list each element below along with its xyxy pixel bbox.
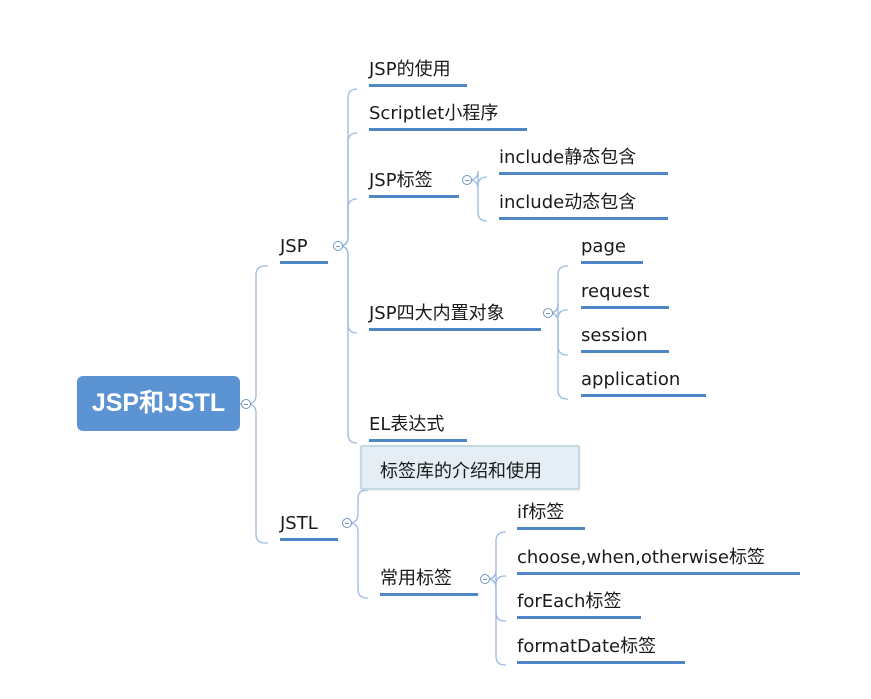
node-common-tags-underline	[380, 593, 478, 596]
node-jsp-usage[interactable]: JSP的使用	[369, 59, 467, 87]
node-taglib-intro[interactable]: 标签库的介绍和使用	[360, 445, 580, 490]
node-scriptlet[interactable]: Scriptlet小程序	[369, 103, 527, 131]
collapse-jsp-tags-icon[interactable]	[462, 175, 472, 185]
root-edge-1	[240, 403, 268, 544]
node-if-tag-underline	[517, 527, 585, 530]
node-include-dynamic[interactable]: include动态包含	[499, 192, 668, 220]
node-jstl-underline	[280, 538, 338, 541]
node-page[interactable]: page	[581, 236, 643, 264]
node-jstl-label: JSTL	[280, 513, 318, 534]
node-jstl[interactable]: JSTL	[280, 513, 338, 541]
node-foreach-tag-underline	[517, 616, 641, 619]
jsp-tags-edge-1	[468, 179, 488, 222]
node-scriptlet-label: Scriptlet小程序	[369, 103, 499, 124]
node-formatdate-tag[interactable]: formatDate标签	[517, 636, 685, 664]
node-jsp-tags-label: JSP标签	[369, 170, 433, 191]
node-if-tag-label: if标签	[517, 502, 565, 523]
jsp-edge-2	[338, 198, 358, 247]
node-session-underline	[581, 350, 669, 353]
common-tags-edge-1	[486, 569, 506, 586]
node-el-label: EL表达式	[369, 414, 445, 435]
node-common-tags[interactable]: 常用标签	[380, 568, 478, 596]
node-request-underline	[581, 306, 669, 309]
node-if-tag[interactable]: if标签	[517, 502, 585, 530]
node-page-label: page	[581, 236, 626, 257]
node-session-label: session	[581, 325, 648, 346]
node-foreach-tag-label: forEach标签	[517, 591, 622, 612]
node-taglib-intro-label: 标签库的介绍和使用	[380, 461, 542, 482]
node-jsp-underline	[280, 261, 328, 264]
collapse-jstl-icon[interactable]	[342, 518, 352, 528]
node-el[interactable]: EL表达式	[369, 414, 467, 442]
root-edge-0	[240, 265, 268, 405]
jstl-edge-0	[348, 489, 368, 524]
node-include-dynamic-underline	[499, 217, 668, 220]
node-jsp[interactable]: JSP	[280, 236, 328, 264]
node-scriptlet-underline	[369, 128, 527, 131]
jsp-edge-4	[338, 245, 358, 444]
node-jsp-label: JSP	[280, 236, 308, 257]
node-request[interactable]: request	[581, 281, 669, 309]
node-builtin-objects[interactable]: JSP四大内置对象	[369, 303, 541, 331]
node-include-static[interactable]: include静态包含	[499, 147, 668, 175]
node-jsp-usage-underline	[369, 84, 467, 87]
node-application-underline	[581, 394, 706, 397]
jsp-tags-edge-0	[468, 170, 488, 187]
node-choose-tag-underline	[517, 572, 800, 575]
node-formatdate-tag-underline	[517, 661, 685, 664]
builtin-edge-3	[548, 312, 568, 400]
node-include-static-label: include静态包含	[499, 147, 637, 168]
node-include-dynamic-label: include动态包含	[499, 192, 637, 213]
node-jsp-tags-underline	[369, 195, 459, 198]
node-jsp-tags[interactable]: JSP标签	[369, 170, 459, 198]
collapse-root-icon[interactable]	[241, 399, 251, 409]
node-builtin-objects-underline	[369, 328, 541, 331]
node-request-label: request	[581, 281, 650, 302]
common-tags-edge-3	[486, 578, 506, 666]
node-foreach-tag[interactable]: forEach标签	[517, 591, 641, 619]
node-common-tags-label: 常用标签	[380, 568, 452, 589]
node-el-underline	[369, 439, 467, 442]
root-node[interactable]: JSP和JSTL	[77, 376, 240, 431]
node-application-label: application	[581, 369, 681, 390]
node-page-underline	[581, 261, 643, 264]
jstl-edge-1	[348, 522, 368, 599]
node-choose-tag-label: choose,when,otherwise标签	[517, 547, 765, 568]
node-jsp-usage-label: JSP的使用	[369, 59, 451, 80]
node-formatdate-tag-label: formatDate标签	[517, 636, 657, 657]
collapse-jsp-icon[interactable]	[333, 241, 343, 251]
collapse-common-tags-icon[interactable]	[480, 574, 490, 584]
node-session[interactable]: session	[581, 325, 669, 353]
node-choose-tag[interactable]: choose,when,otherwise标签	[517, 547, 800, 575]
collapse-builtin-objects-icon[interactable]	[543, 308, 553, 318]
node-builtin-objects-label: JSP四大内置对象	[369, 303, 505, 324]
node-include-static-underline	[499, 172, 668, 175]
node-application[interactable]: application	[581, 369, 706, 397]
